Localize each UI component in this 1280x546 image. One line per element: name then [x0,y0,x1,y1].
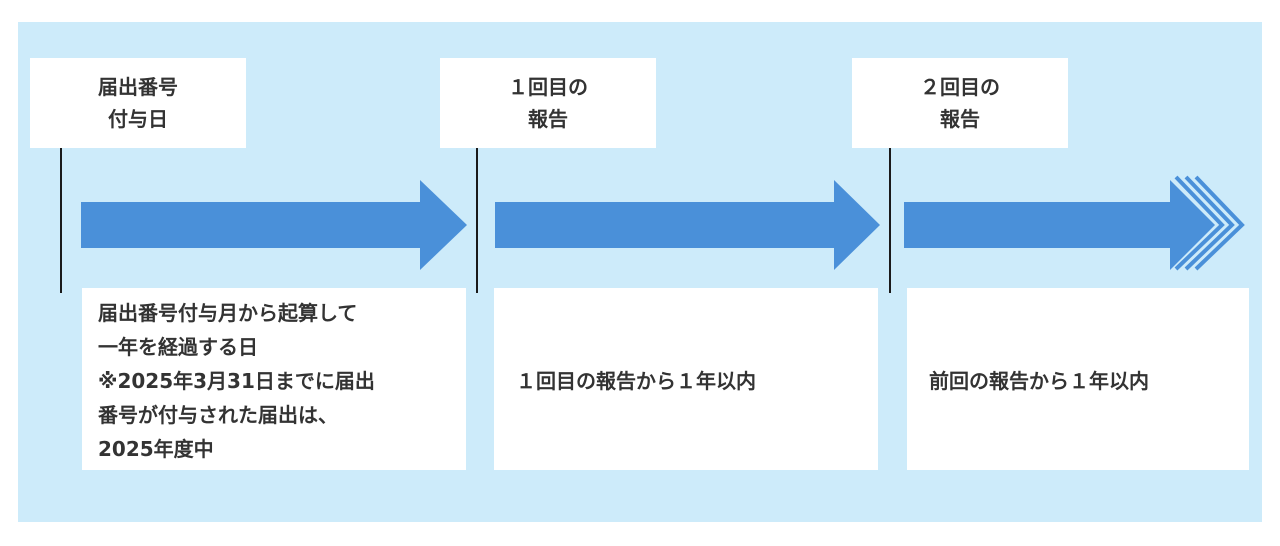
milestone-line-3 [889,148,891,293]
arrow-segment-2 [495,180,880,270]
arrow-segment-3 [904,180,1215,270]
description-second-report-deadline: １回目の報告から１年以内 [494,288,878,470]
milestone-line-1 [60,148,62,293]
milestone-label-first-report: １回目の 報告 [440,58,656,148]
continuation-chevron-icon [1174,175,1245,271]
arrow-segment-1 [81,180,467,270]
milestone-label-second-report: ２回目の 報告 [852,58,1068,148]
description-subsequent-report-deadline: 前回の報告から１年以内 [907,288,1249,470]
milestone-line-2 [476,148,478,293]
description-first-report-deadline: 届出番号付与月から起算して 一年を経過する日 ※2025年3月31日までに届出 … [82,288,466,470]
milestone-label-notification-number-date: 届出番号 付与日 [30,58,246,148]
